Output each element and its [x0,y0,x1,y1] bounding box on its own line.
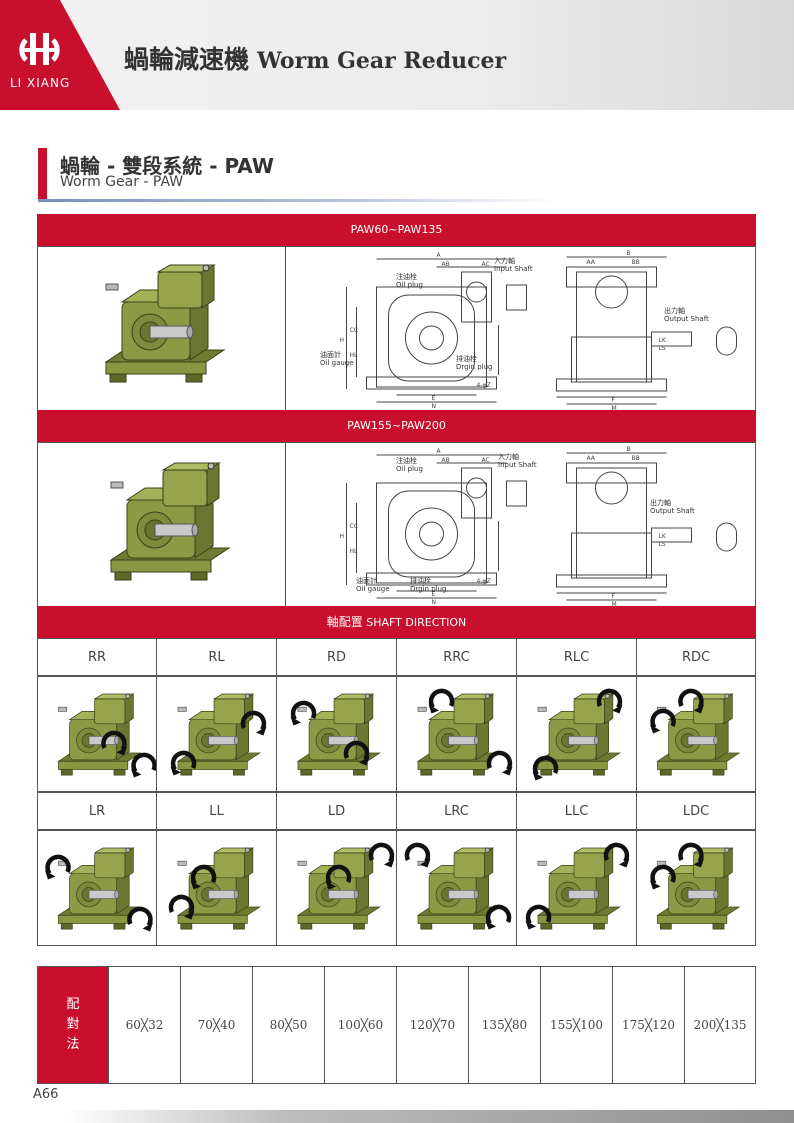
shaft-direction-label-ldc: LDC [636,792,756,830]
header-title: 蝸輪減速機 Worm Gear Reducer [124,40,506,76]
shaft-direction-label-rd: RD [276,638,397,676]
shaft-direction-image-rd [276,676,397,792]
header-title-zh: 蝸輪減速機 [124,45,250,74]
shaft-direction-label-lr: LR [37,792,157,830]
shaft-direction-image-rl [156,676,277,792]
shaft-direction-label-lrc: LRC [396,792,517,830]
header-title-en: Worm Gear Reducer [257,48,507,74]
shaft-direction-header: 軸配置 SHAFT DIRECTION [37,606,756,638]
mounting-pair-cell: 175╳120 [612,967,684,1083]
shaft-direction-label-llc: LLC [516,792,637,830]
shaft-direction-label-rrc: RRC [396,638,517,676]
mounting-pair-cell: 135╳80 [468,967,540,1083]
footer-bar [64,1110,794,1123]
model-2-photo [37,442,286,607]
shaft-direction-label-rl: RL [156,638,277,676]
shaft-direction-label-rlc: RLC [516,638,637,676]
section-accent-bar [38,148,47,200]
shaft-direction-label-rr: RR [37,638,157,676]
shaft-direction-image-ll [156,830,277,946]
section-divider [38,199,558,202]
shaft-direction-image-lrc [396,830,517,946]
section-subtitle: Worm Gear - PAW [60,174,184,190]
shaft-direction-image-rlc [516,676,637,792]
mounting-pair-cell: 80╳50 [252,967,324,1083]
model-range-2: PAW155~PAW200 [37,410,756,442]
shaft-direction-label-ll: LL [156,792,277,830]
mounting-pair-cell: 100╳60 [324,967,396,1083]
section-title: 蝸輪 - 雙段系統 - PAW [60,154,274,178]
page-number: A66 [33,1087,59,1102]
brand-logo: LI XIANG [0,0,120,110]
mounting-pair-cell: 70╳40 [180,967,252,1083]
mounting-label: 配 對 法 [38,967,108,1083]
shaft-direction-label-ld: LD [276,792,397,830]
shaft-direction-image-rr [37,676,157,792]
shaft-direction-image-ldc [636,830,756,946]
shaft-direction-image-lr [37,830,157,946]
logo-text: LI XIANG [10,76,71,90]
shaft-direction-image-rrc [396,676,517,792]
shaft-direction-image-llc [516,830,637,946]
model-1-photo [37,246,286,411]
mounting-pair-cell: 120╳70 [396,967,468,1083]
page-header: LI XIANG 蝸輪減速機 Worm Gear Reducer [0,0,794,110]
shaft-direction-image-rdc [636,676,756,792]
shaft-direction-image-ld [276,830,397,946]
mounting-pair-cell: 60╳32 [108,967,180,1083]
mounting-pair-cell: 200╳135 [684,967,755,1083]
shaft-direction-label-rdc: RDC [636,638,756,676]
model-range-1: PAW60~PAW135 [37,214,756,246]
mounting-pair-cell: 155╳100 [540,967,612,1083]
